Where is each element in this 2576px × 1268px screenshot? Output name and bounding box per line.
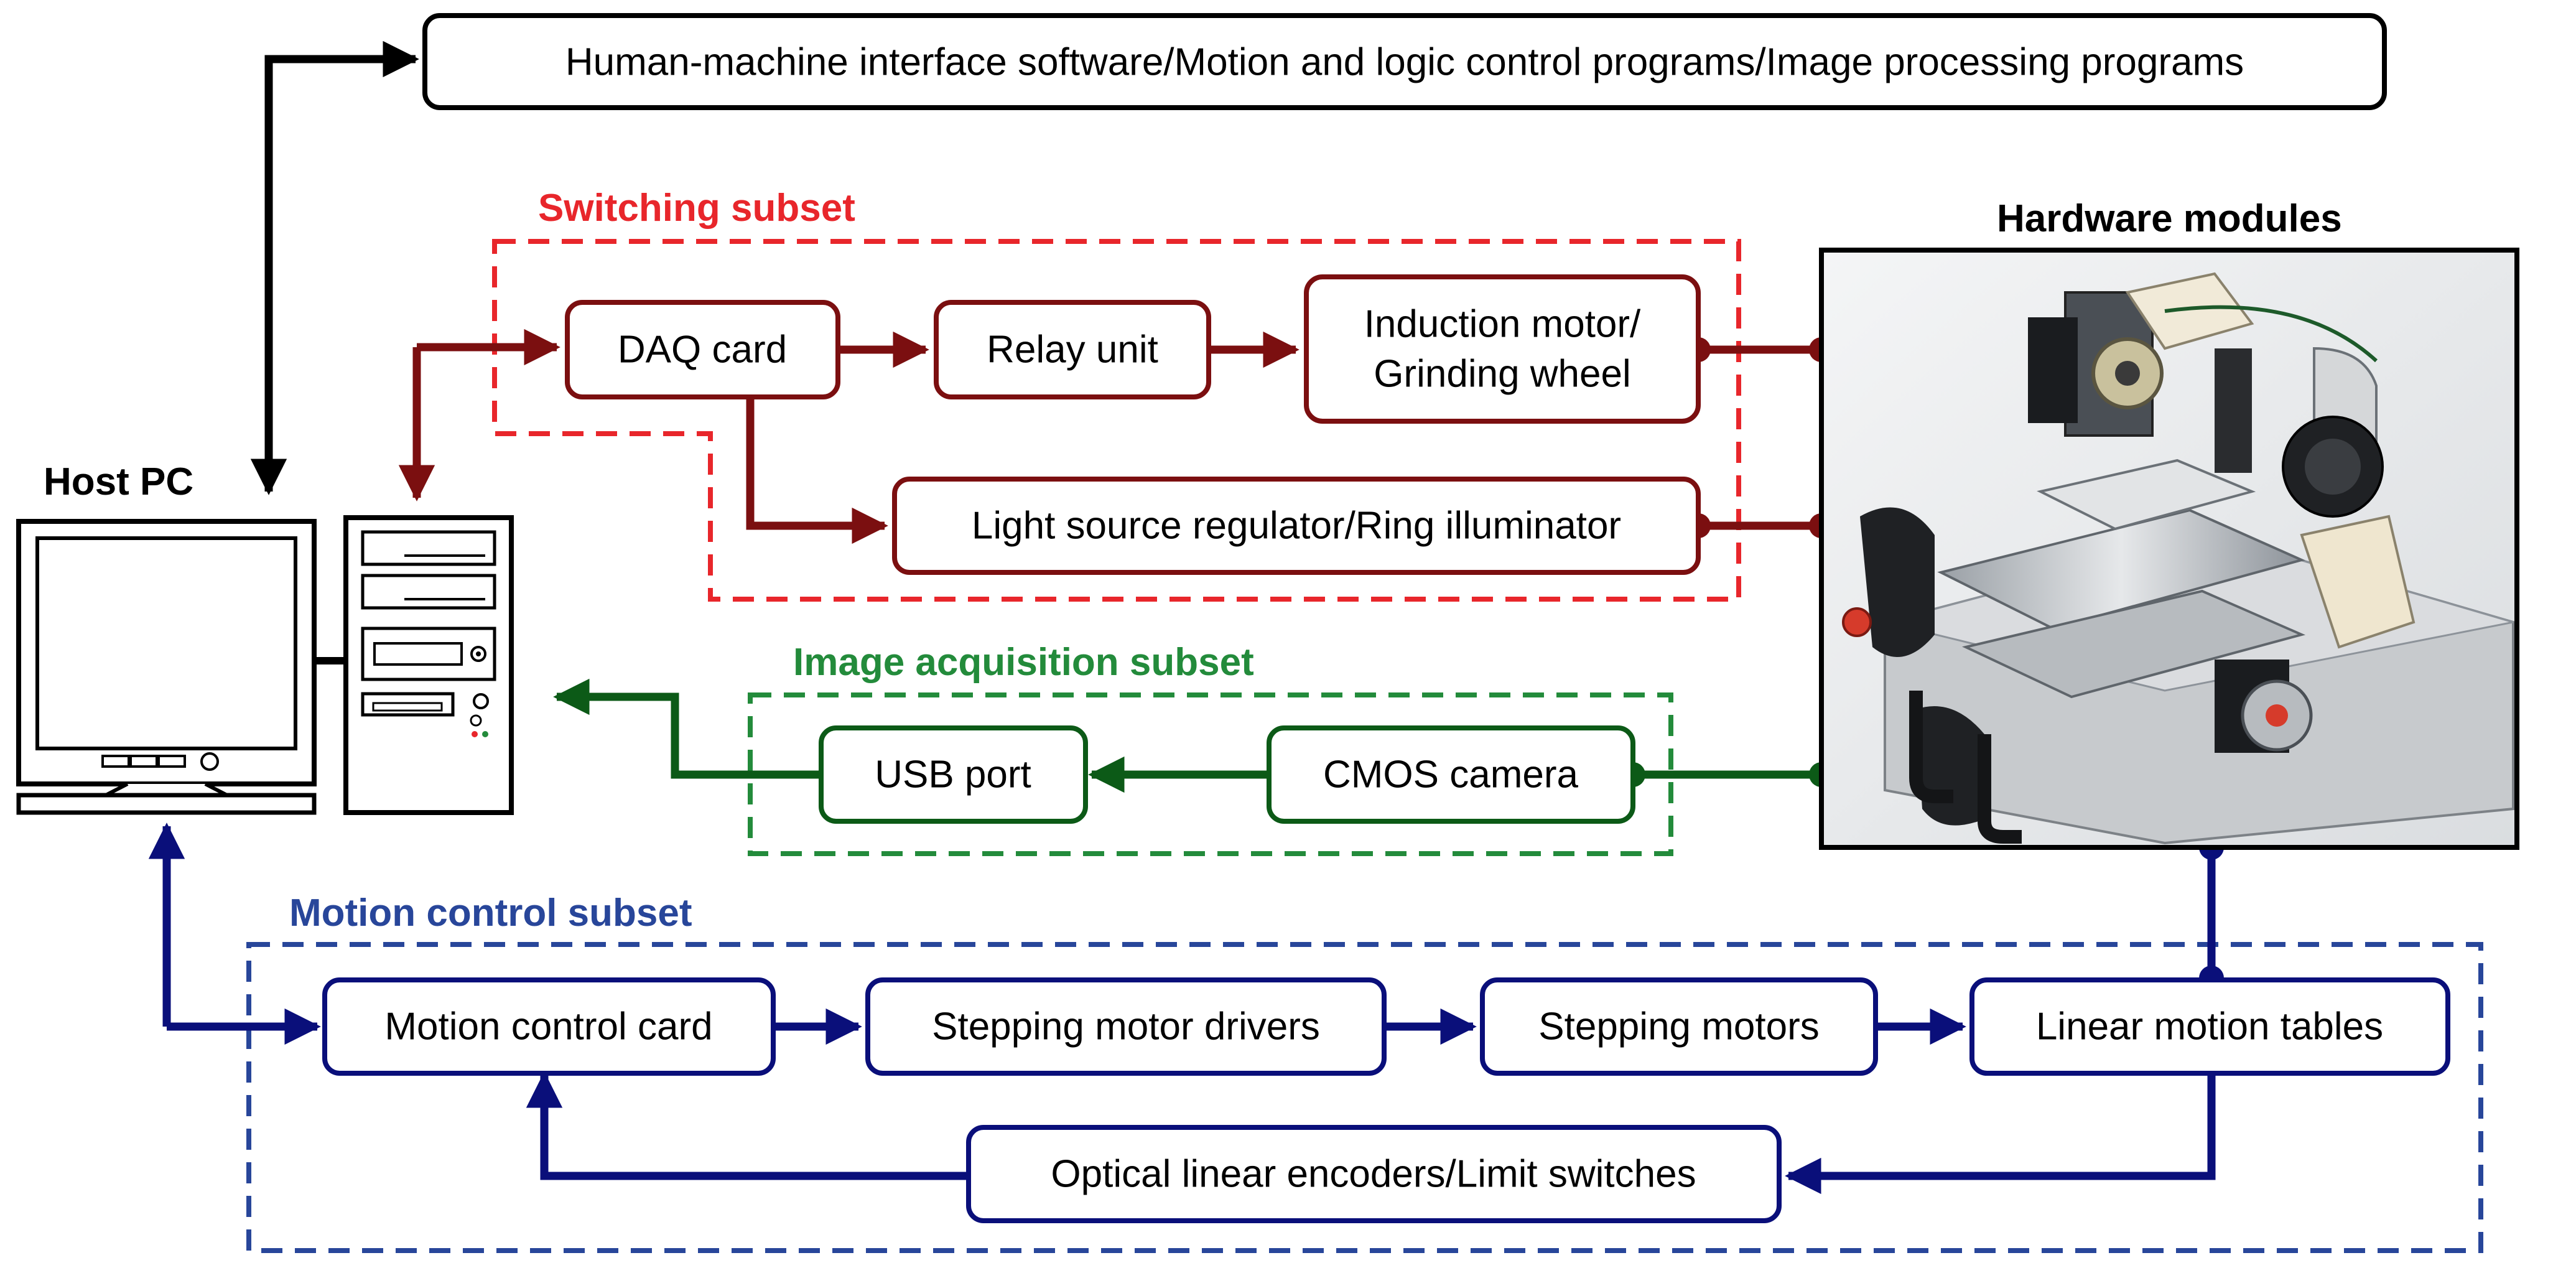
light-source-label: Light source regulator/Ring illuminator	[972, 505, 1621, 548]
cmos-camera-box: CMOS camera	[1267, 725, 1635, 824]
usb-port-box: USB port	[819, 725, 1088, 824]
daq-light-arrow	[746, 397, 888, 544]
switching-subset-frame	[492, 239, 1741, 602]
relay-unit-label: Relay unit	[987, 329, 1158, 371]
machine-photo	[1819, 248, 2519, 850]
monitor-icon	[16, 519, 317, 815]
encoders-box: Optical linear encoders/Limit switches	[966, 1125, 1782, 1223]
stepping-motor-drivers-box: Stepping motor drivers	[865, 977, 1387, 1076]
stepping-motors-label: Stepping motors	[1538, 1005, 1819, 1048]
encoders-label: Optical linear encoders/Limit switches	[1051, 1153, 1696, 1196]
motion-subset-frame	[246, 942, 2483, 1253]
relay-unit-box: Relay unit	[934, 300, 1211, 399]
host-pc-label: Host PC	[44, 460, 193, 503]
usb-port-label: USB port	[875, 753, 1031, 796]
daq-card-box: DAQ card	[565, 300, 840, 399]
linear-motion-tables-box: Linear motion tables	[1969, 977, 2450, 1076]
encoder-card-arrow	[526, 1071, 969, 1180]
stepping-motors-box: Stepping motors	[1480, 977, 1878, 1076]
induction-motor-label-line1: Induction motor/	[1364, 303, 1641, 346]
linear-table	[1937, 508, 2305, 630]
light-source-box: Light source regulator/Ring illuminator	[892, 477, 1701, 575]
cmos-camera-label: CMOS camera	[1323, 753, 1578, 796]
table-encoder-arrow	[1785, 1075, 2216, 1195]
induction-motor-box: Induction motor/ Grinding wheel	[1304, 274, 1701, 424]
motion-subset-label: Motion control subset	[289, 892, 692, 935]
software-arrow-right	[264, 40, 419, 78]
induction-motor-label-line2: Grinding wheel	[1374, 353, 1631, 396]
software-box-label: Human-machine interface software/Motion …	[565, 41, 2244, 84]
image-subset-label: Image acquisition subset	[793, 641, 1254, 684]
motion-control-card-box: Motion control card	[322, 977, 776, 1076]
stepping-motor-drivers-label: Stepping motor drivers	[932, 1005, 1320, 1048]
linear-motion-tables-label: Linear motion tables	[2036, 1005, 2383, 1048]
switching-subset-label: Switching subset	[538, 187, 855, 230]
computer-tower-icon	[343, 515, 514, 815]
hardware-modules-label: Hardware modules	[1997, 197, 2342, 240]
motion-control-card-label: Motion control card	[384, 1005, 712, 1048]
software-box: Human-machine interface software/Motion …	[422, 13, 2387, 110]
usb-pc-arrow	[553, 678, 821, 779]
daq-card-label: DAQ card	[618, 329, 787, 371]
